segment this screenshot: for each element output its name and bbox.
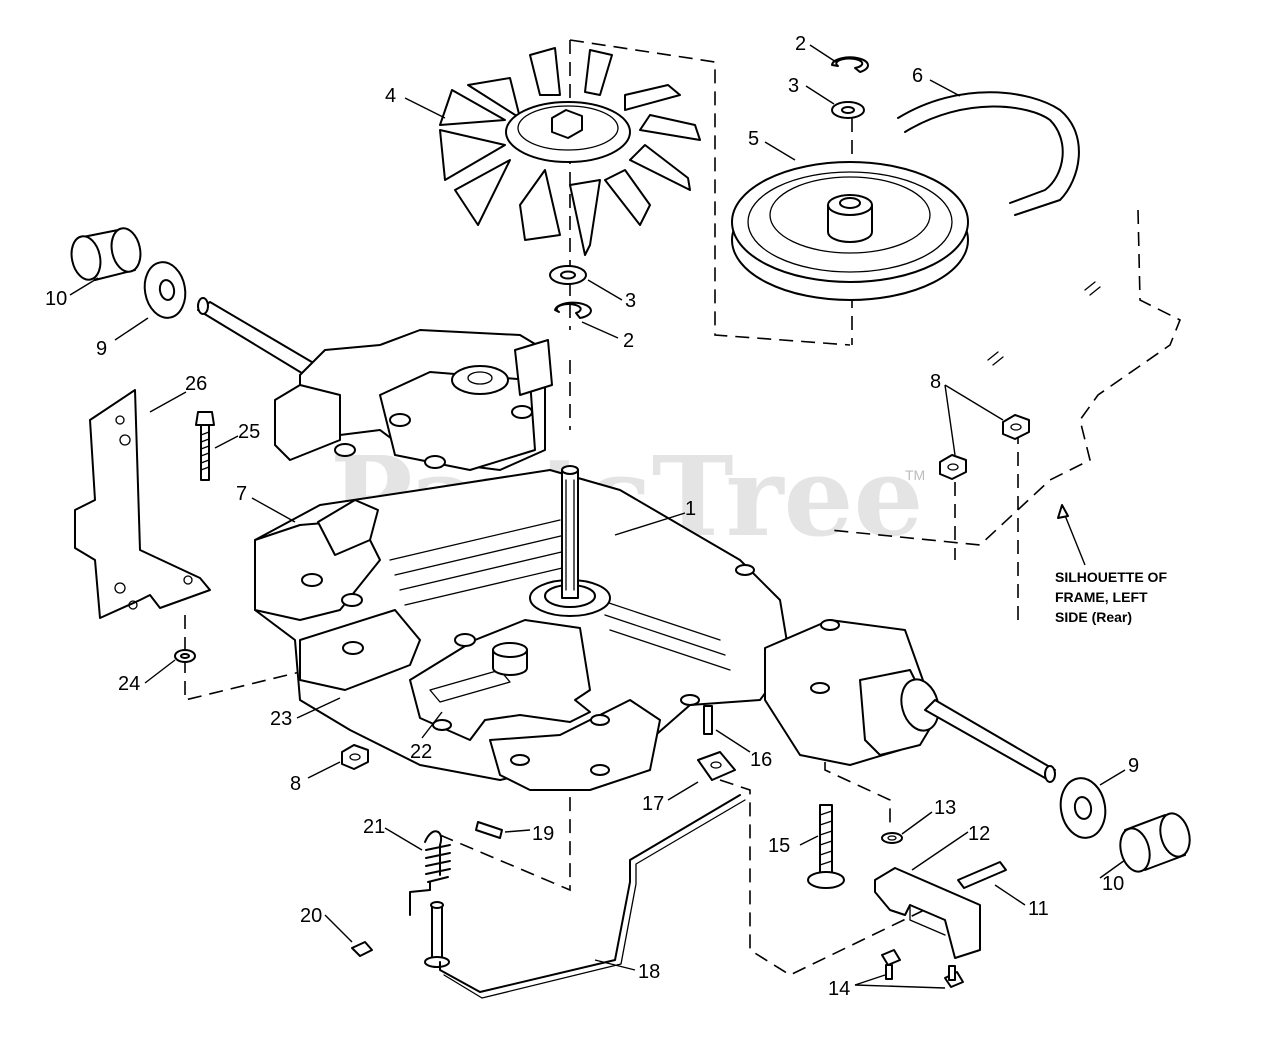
callout-numbers: 2 3 6 4 5 3 2 10 9 26 25 7 1 8 24 23 22 … bbox=[45, 33, 1139, 1000]
callout-8: 8 bbox=[930, 371, 941, 393]
callout-4: 4 bbox=[385, 85, 396, 107]
callout-24: 24 bbox=[118, 673, 140, 695]
watermark-trademark: TM bbox=[905, 467, 925, 483]
drive-pulley bbox=[731, 161, 969, 301]
frame-hex-nuts bbox=[939, 281, 1101, 480]
right-bracket-assembly bbox=[874, 832, 1007, 988]
callout-10: 10 bbox=[45, 288, 67, 310]
callout-9: 9 bbox=[1128, 755, 1139, 777]
callout-2: 2 bbox=[795, 33, 806, 55]
callout-5: 5 bbox=[748, 128, 759, 150]
control-rod bbox=[439, 794, 746, 999]
callout-13: 13 bbox=[934, 797, 956, 819]
callout-23: 23 bbox=[270, 708, 292, 730]
callout-2: 2 bbox=[623, 330, 634, 352]
right-axle-shaft bbox=[924, 699, 1191, 873]
callout-16: 16 bbox=[750, 749, 772, 771]
frame-note-line-1: SILHOUETTE OF bbox=[1055, 569, 1167, 585]
lower-hex-nut bbox=[341, 744, 369, 770]
mounting-bracket bbox=[74, 389, 211, 619]
yoke-arm bbox=[317, 499, 379, 556]
return-spring bbox=[409, 830, 451, 916]
callout-26: 26 bbox=[185, 373, 207, 395]
callout-15: 15 bbox=[768, 835, 790, 857]
clevis-pin-and-clip bbox=[351, 901, 450, 968]
callout-18: 18 bbox=[638, 961, 660, 983]
callout-11: 11 bbox=[1028, 898, 1049, 920]
callout-25: 25 bbox=[238, 421, 260, 443]
transaxle-housing bbox=[254, 329, 940, 791]
cooling-fan bbox=[439, 47, 701, 256]
roll-pin bbox=[475, 821, 503, 839]
hex-bolt bbox=[195, 411, 215, 481]
frame-silhouette-note: SILHOUETTE OF FRAME, LEFT SIDE (Rear) bbox=[1055, 569, 1167, 625]
callout-20: 20 bbox=[300, 905, 322, 927]
callout-10: 10 bbox=[1102, 873, 1124, 895]
callout-19: 19 bbox=[532, 823, 554, 845]
callout-3: 3 bbox=[788, 75, 799, 97]
callout-6: 6 bbox=[912, 65, 923, 87]
drive-belt bbox=[897, 91, 1080, 216]
callout-3: 3 bbox=[625, 290, 636, 312]
callout-22: 22 bbox=[410, 741, 432, 763]
callout-7: 7 bbox=[236, 483, 247, 505]
frame-note-line-3: SIDE (Rear) bbox=[1055, 609, 1132, 625]
left-axle-spacer-and-washer bbox=[70, 227, 323, 379]
callout-8: 8 bbox=[290, 773, 301, 795]
callout-17: 17 bbox=[642, 793, 664, 815]
callout-1: 1 bbox=[685, 498, 696, 520]
retaining-rings-and-washers bbox=[549, 56, 869, 319]
callout-14: 14 bbox=[828, 978, 850, 1000]
callout-leader-lines bbox=[69, 44, 1126, 989]
flange-bolt bbox=[807, 804, 845, 889]
callout-12: 12 bbox=[968, 823, 990, 845]
callout-9: 9 bbox=[96, 338, 107, 360]
frame-note-line-2: FRAME, LEFT bbox=[1055, 589, 1148, 605]
pin-and-block bbox=[697, 705, 736, 781]
lock-washer bbox=[174, 649, 196, 663]
callout-21: 21 bbox=[363, 816, 385, 838]
